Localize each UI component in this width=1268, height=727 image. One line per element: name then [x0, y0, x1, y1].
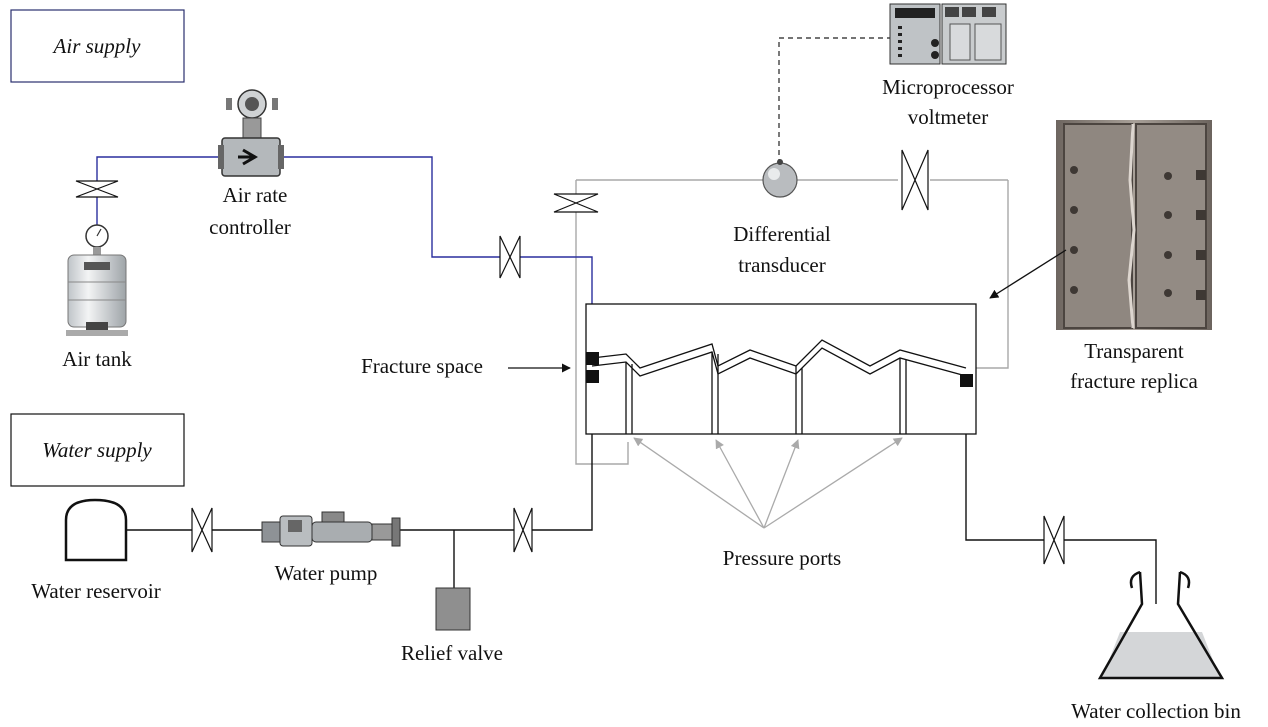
relief-valve-label: Relief valve: [401, 641, 503, 665]
fracture-cell: [586, 304, 976, 434]
voltmeter-icon: [890, 4, 1006, 64]
fracture-replica-photo: [1056, 120, 1212, 330]
air-supply-box: Air supply: [11, 10, 184, 82]
microprocessor-label-1: Microprocessor: [882, 75, 1014, 99]
pump-icon: [262, 512, 400, 546]
flow-meter-icon: [218, 90, 284, 176]
pressure-ports-label: Pressure ports: [723, 546, 841, 570]
valve-icon: [500, 236, 520, 278]
relief-valve-icon: [436, 588, 470, 630]
water-supply-box: Water supply: [11, 414, 184, 486]
transparent-label-1: Transparent: [1084, 339, 1184, 363]
air-rate-controller-label-1: Air rate: [223, 183, 288, 207]
air-tank-label: Air tank: [62, 347, 132, 371]
differential-label-1: Differential: [733, 222, 831, 246]
air-tank: [66, 225, 128, 336]
valve-icon: [1044, 516, 1064, 564]
air-rate-controller-label-2: controller: [209, 215, 291, 239]
flask-icon: [1100, 572, 1222, 678]
water-supply-label: Water supply: [42, 438, 152, 462]
water-collection-bin-label: Water collection bin: [1071, 699, 1241, 723]
fracture-space-label: Fracture space: [361, 354, 483, 378]
water-pump-label: Water pump: [275, 561, 378, 585]
transducer-icon: [763, 159, 797, 197]
replica-arrow: [990, 250, 1066, 298]
transparent-label-2: fracture replica: [1070, 369, 1198, 393]
valve-icon: [76, 181, 118, 197]
microprocessor-label-2: voltmeter: [908, 105, 988, 129]
reservoir-icon: [66, 500, 126, 560]
valve-icon: [192, 508, 212, 552]
signal-line: [779, 38, 890, 164]
differential-label-2: transducer: [738, 253, 825, 277]
valve-icon: [902, 150, 928, 210]
pressure-port-arrows: [634, 438, 902, 528]
valve-icon: [554, 194, 598, 212]
valve-icon: [514, 508, 532, 552]
water-reservoir-label: Water reservoir: [31, 579, 161, 603]
air-supply-label: Air supply: [52, 34, 142, 58]
